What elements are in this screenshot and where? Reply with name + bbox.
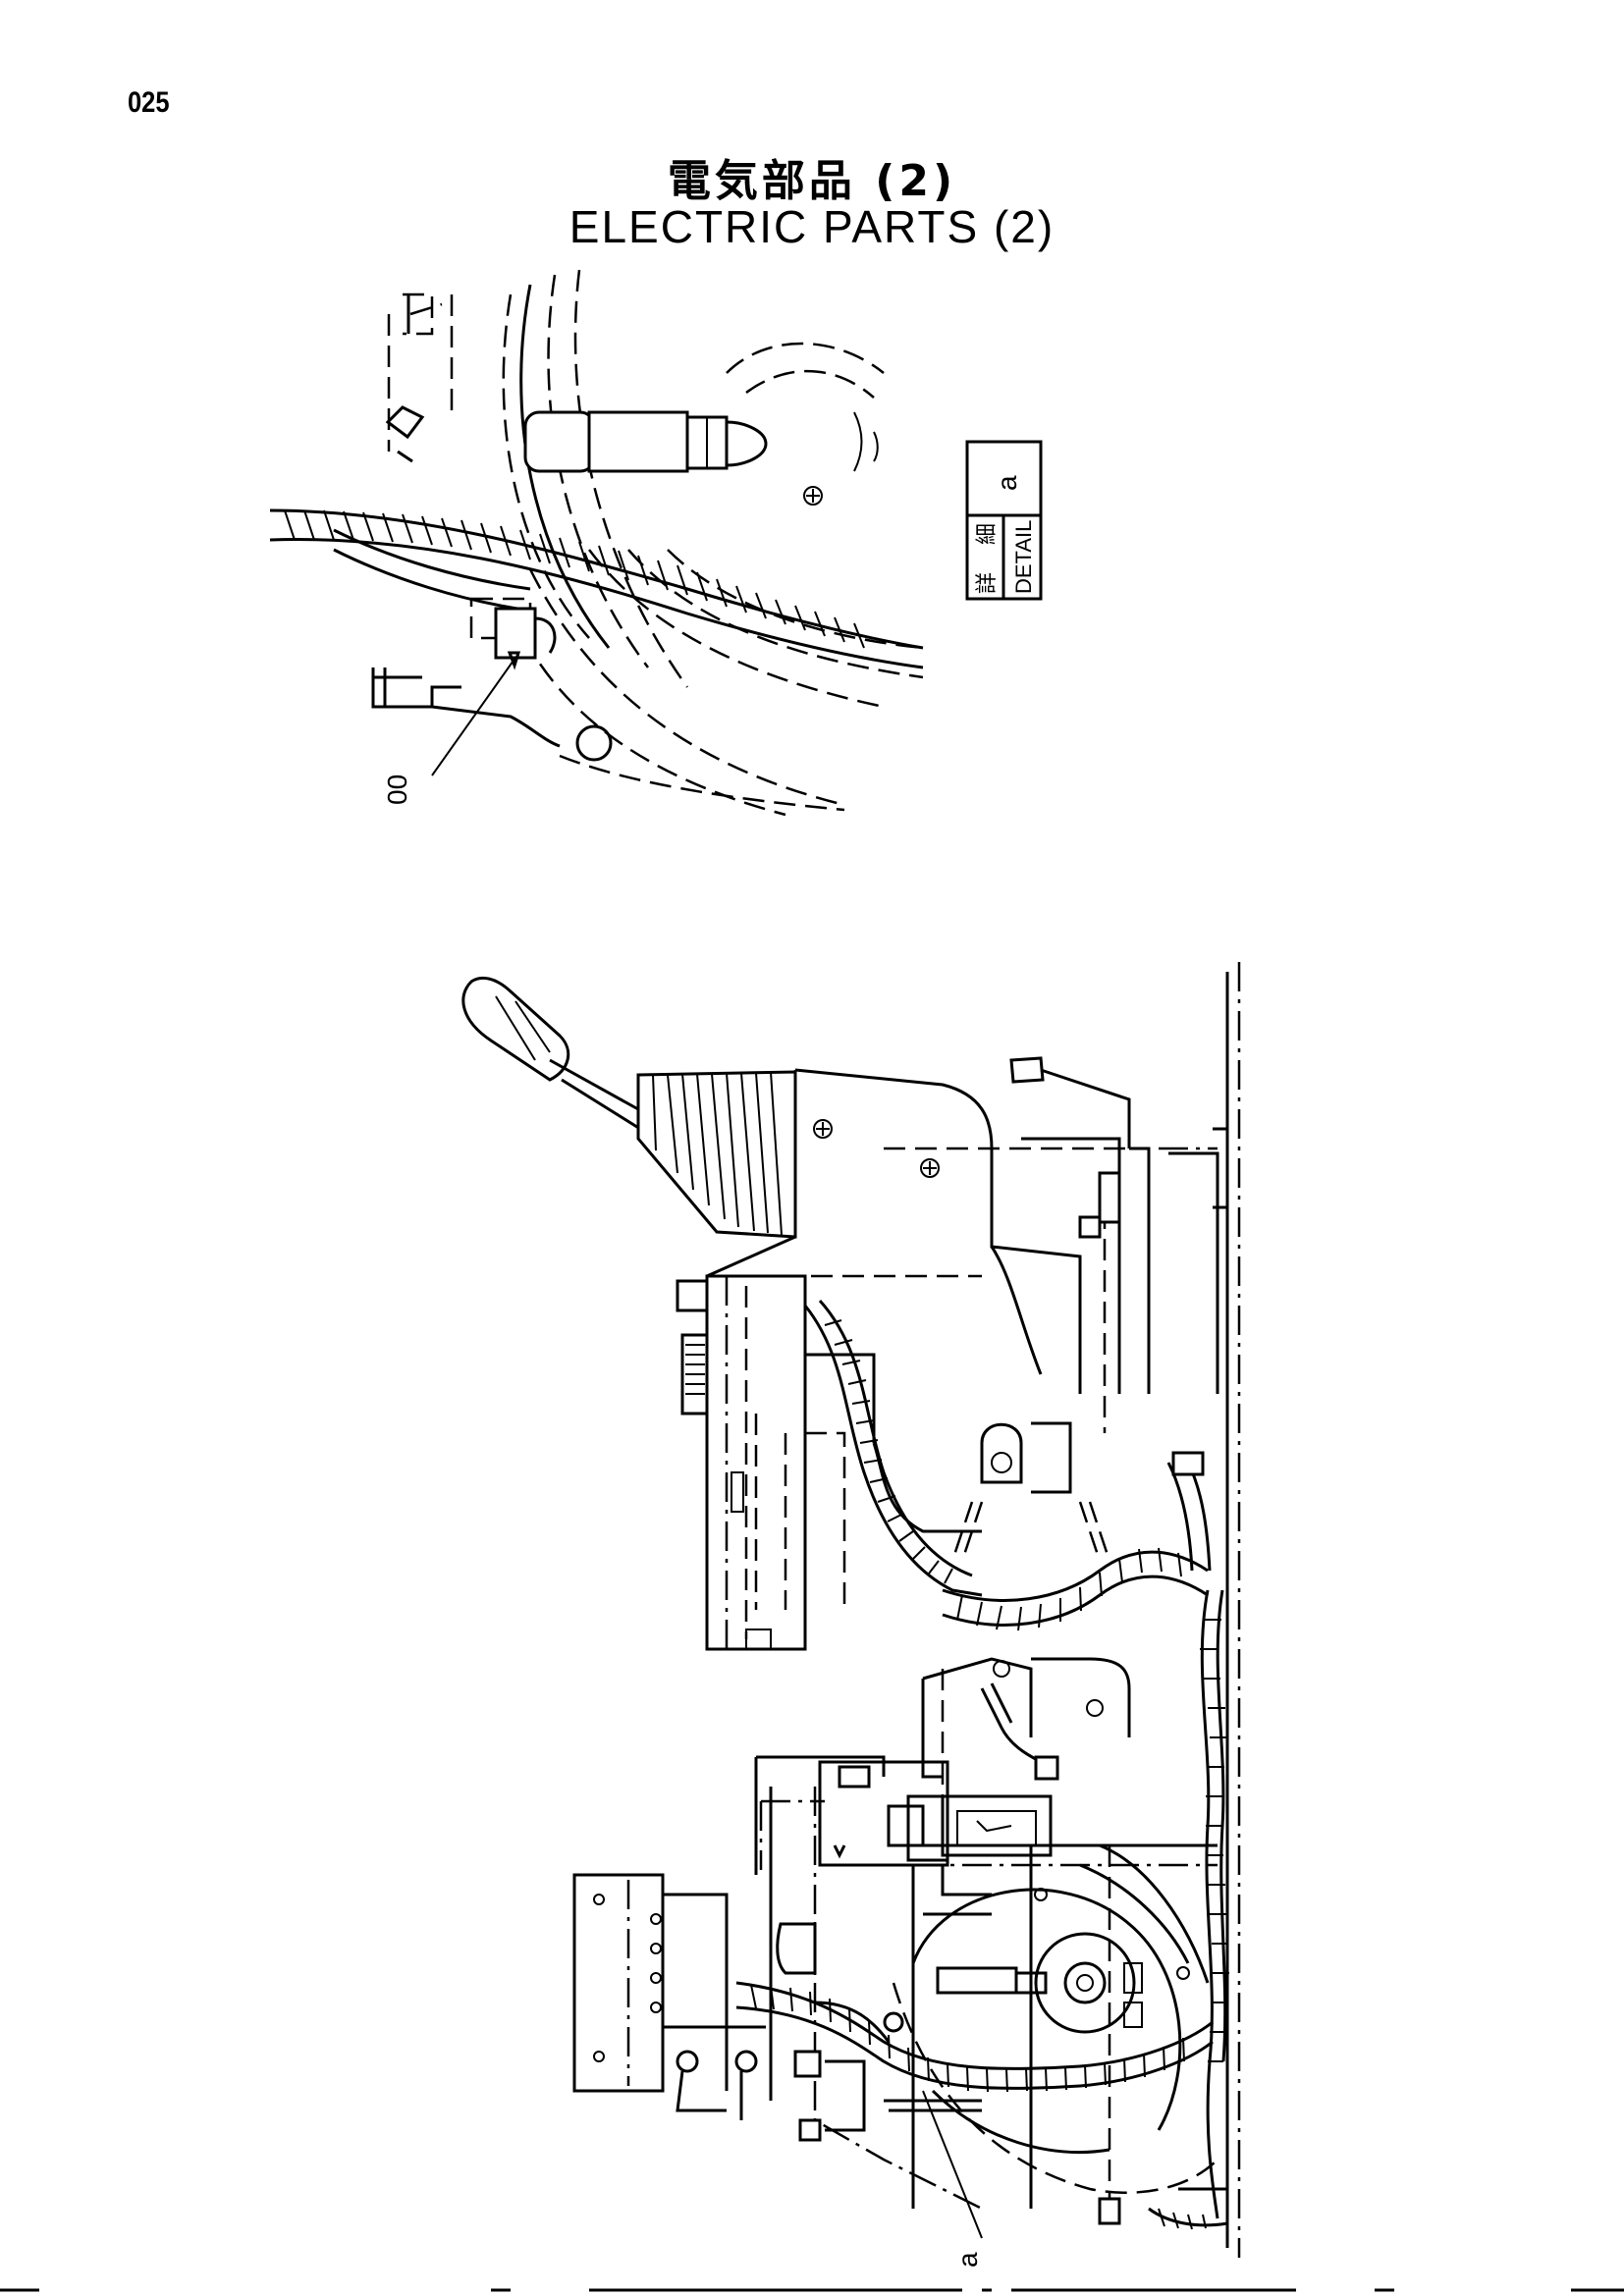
detail-callout-ref: 00 bbox=[382, 774, 412, 805]
detail-word: DETAIL bbox=[1011, 520, 1036, 594]
main-callout-ref: a bbox=[952, 2252, 983, 2268]
detail-kanji-2: 細 bbox=[974, 523, 999, 545]
page-title-english: ELECTRIC PARTS (2) bbox=[568, 201, 1056, 252]
page-title-japanese: 電気部品 (2) bbox=[667, 156, 957, 206]
page-number: 025 bbox=[128, 86, 170, 119]
main-view: a bbox=[461, 962, 1241, 2268]
detail-view: 00 bbox=[269, 269, 924, 817]
detail-kanji-1: 詳 bbox=[974, 572, 999, 594]
detail-label-box: 詳 細 DETAIL a bbox=[965, 440, 1043, 601]
detail-ref-letter: a bbox=[992, 475, 1022, 491]
